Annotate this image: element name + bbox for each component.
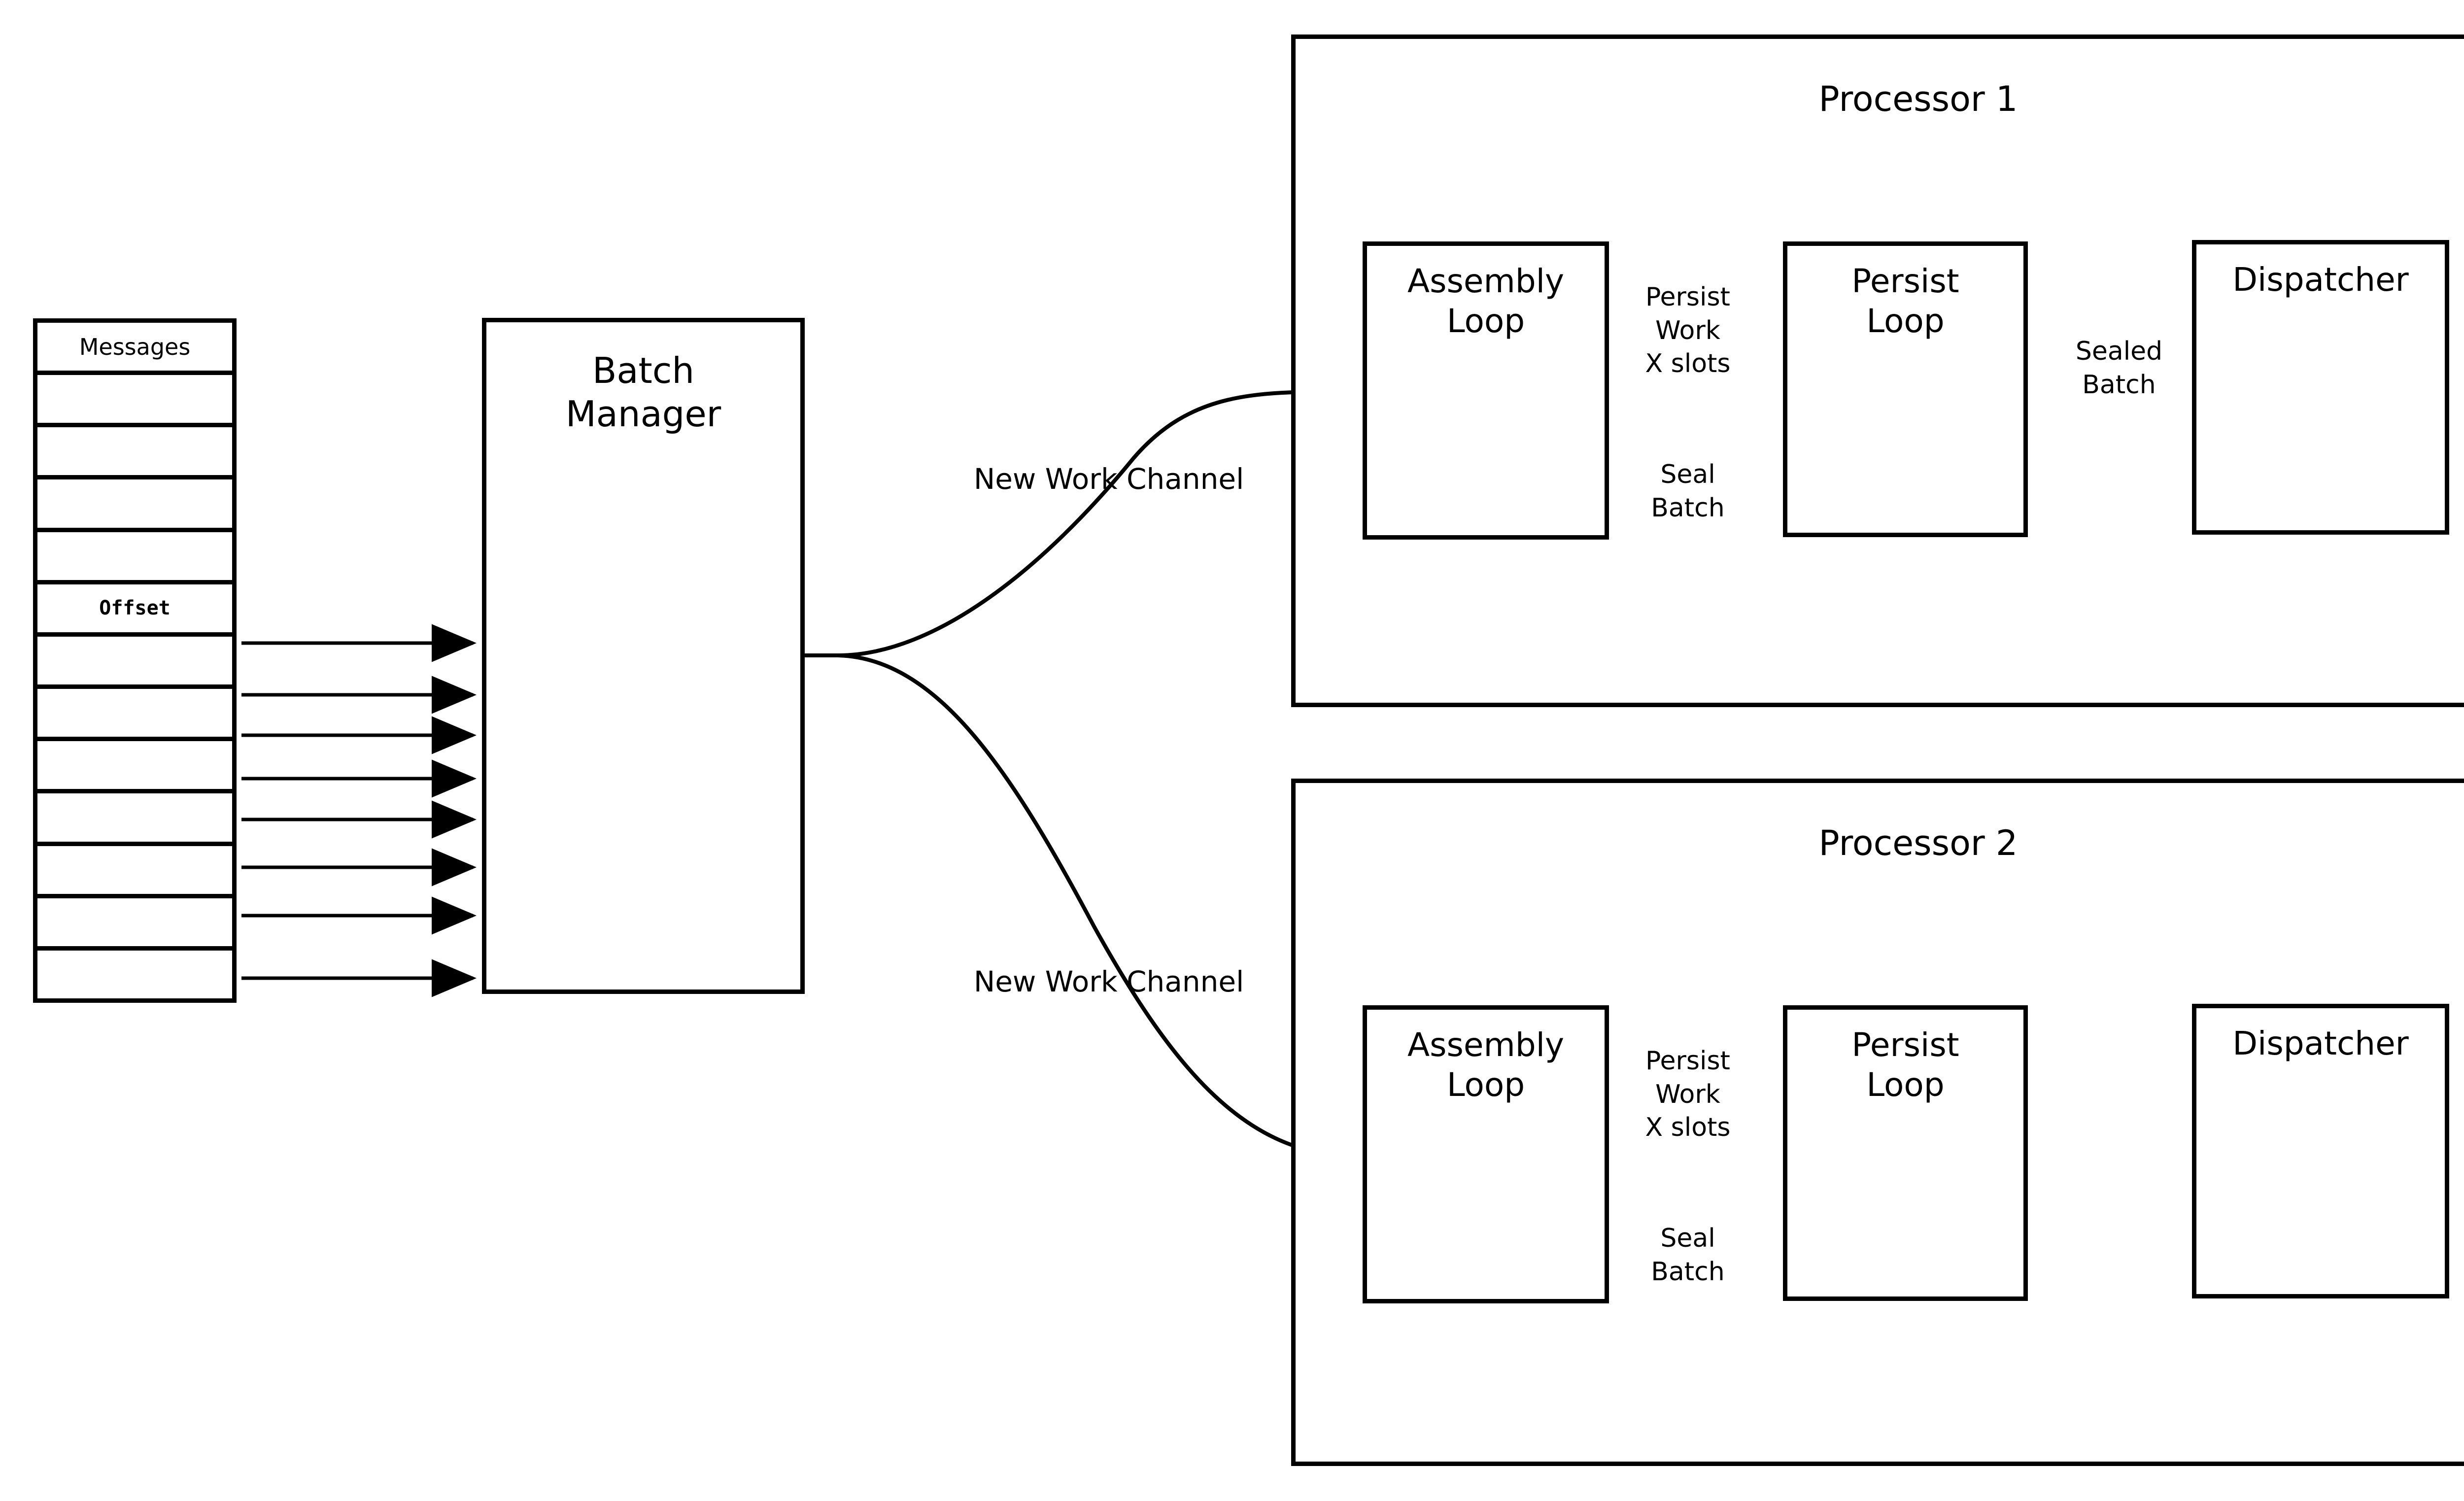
processor-2-assembly-loop-label: Assembly Loop (1407, 1026, 1565, 1104)
new-work-channel-curve-1 (837, 370, 1357, 657)
messages-header-row: Messages (37, 323, 232, 375)
offset-label: Offset (99, 597, 171, 620)
batch-manager-box: Batch Manager (482, 318, 805, 994)
message-slot (37, 637, 232, 689)
processor-1-dispatcher-label: Dispatcher (2232, 261, 2409, 299)
processor-1-assembly-loop-label: Assembly Loop (1407, 262, 1565, 340)
batch-manager-label: Batch Manager (565, 350, 721, 435)
processor-1-persist-loop-label: Persist Loop (1851, 262, 1959, 340)
processor-2-dispatcher-label: Dispatcher (2232, 1024, 2409, 1062)
message-slot (37, 741, 232, 794)
processor-1-title: Processor 1 (1818, 79, 2018, 119)
new-work-channel-label-1: New Work Channel (973, 462, 1244, 496)
processor-2-dispatcher-box: Dispatcher (2192, 1004, 2449, 1298)
processor-2-seal-batch-label: Seal Batch (1651, 1224, 1725, 1287)
new-work-channel-curve-2 (837, 653, 1357, 1177)
processor-1-dispatcher-box: Dispatcher (2192, 240, 2449, 535)
messages-header-label: Messages (79, 333, 191, 360)
message-slot (37, 793, 232, 846)
processor-2-persist-loop-label: Persist Loop (1851, 1026, 1959, 1104)
message-slot (37, 427, 232, 480)
message-feed-arrows (241, 624, 477, 997)
offset-row: Offset (37, 584, 232, 637)
processor-2-assembly-loop-box: Assembly Loop (1363, 1005, 1609, 1303)
processor-1-persist-loop-box: Persist Loop (1783, 241, 2028, 537)
processor-1-assembly-loop-box: Assembly Loop (1363, 241, 1609, 540)
message-slot (37, 479, 232, 532)
new-work-channel-label-2: New Work Channel (973, 965, 1244, 998)
message-slot (37, 898, 232, 951)
processor-1-seal-batch-label: Seal Batch (1651, 460, 1725, 523)
message-slot (37, 846, 232, 898)
processor-2-title: Processor 2 (1818, 823, 2018, 863)
message-slot (37, 951, 232, 998)
messages-queue: Messages Offset (33, 318, 237, 1003)
processor-1-sealed-batch-label: Sealed Batch (2075, 337, 2163, 400)
processor-1-persist-work-label: Persist Work X slots (1645, 282, 1731, 379)
processor-2-persist-loop-box: Persist Loop (1783, 1005, 2028, 1301)
message-slot (37, 375, 232, 428)
message-slot (37, 532, 232, 584)
message-slot (37, 689, 232, 742)
processor-2-persist-work-label: Persist Work X slots (1645, 1046, 1731, 1143)
